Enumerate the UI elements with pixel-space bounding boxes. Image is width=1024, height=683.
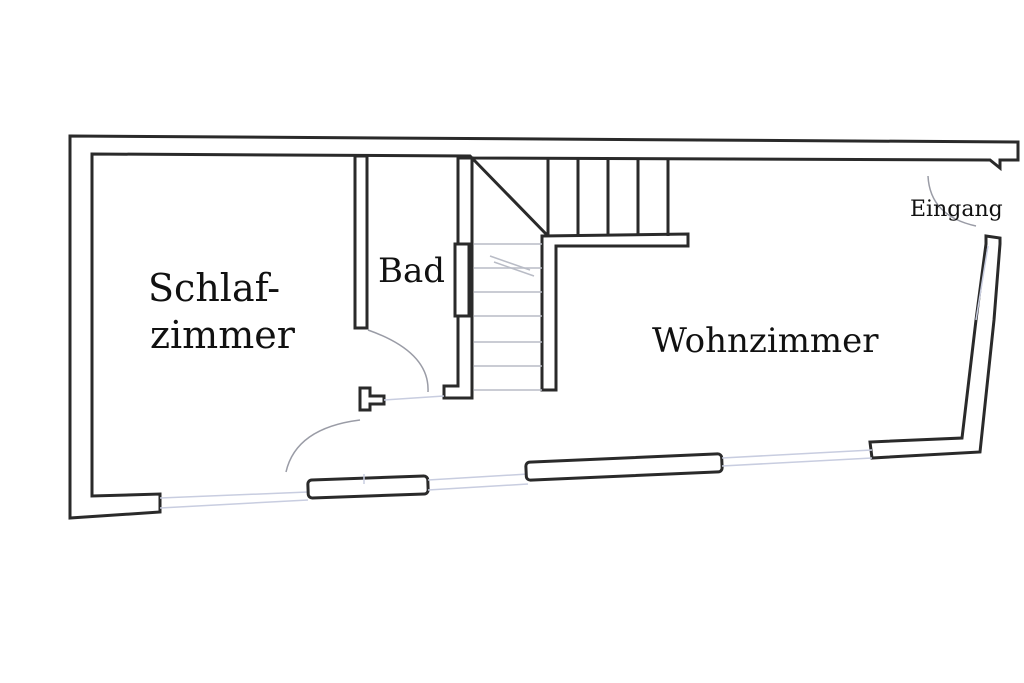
right-window [975, 245, 989, 321]
bathroom-label: Bad [378, 251, 445, 291]
bedroom-bath-wall [353, 154, 369, 330]
stair-steps [470, 156, 670, 391]
living-room-label: Wohnzimmer [652, 321, 879, 361]
bedroom-label-line2: zimmer [150, 313, 296, 357]
bedroom-label-line1: Schlaf- [148, 266, 280, 310]
bath-stair-wall [442, 156, 474, 400]
stair-wall [540, 232, 690, 392]
entrance-door-swing [927, 175, 977, 227]
bottom-window-segments [159, 449, 873, 509]
entrance-label: Eingang [910, 197, 1003, 222]
bath-door-swing [367, 329, 429, 393]
bedroom-door-swing [285, 419, 361, 473]
doors [285, 175, 977, 484]
